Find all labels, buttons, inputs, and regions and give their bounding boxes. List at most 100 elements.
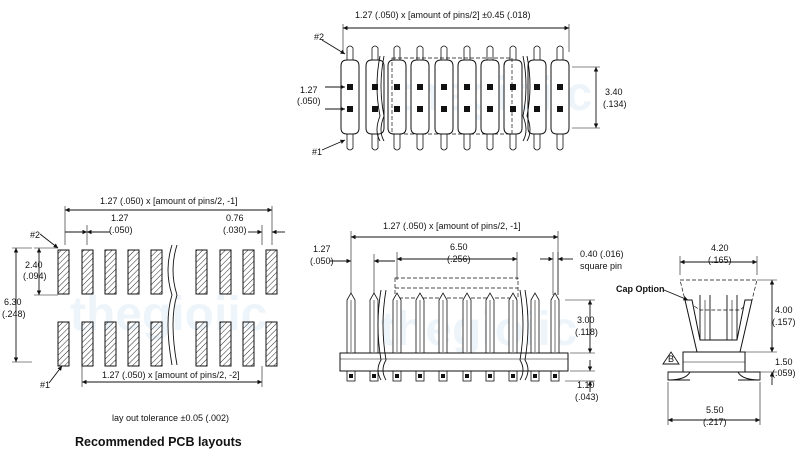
top-pin-group <box>340 45 570 151</box>
top-contact-upper <box>394 84 400 90</box>
pcb-row-gap-mm: 2.40 <box>25 260 43 270</box>
pcb-pad-width-mm: 0.76 <box>226 213 244 223</box>
top-contact-lower <box>510 106 516 112</box>
top-contact-upper <box>417 84 423 90</box>
side-pin-tail-dot <box>533 374 537 378</box>
top-overall-width: 1.27 (.050) x [amount of pins/2] ±0.45 (… <box>355 10 531 20</box>
end-marker-label: B <box>668 354 674 364</box>
side-inner-width-mm: 6.50 <box>450 242 468 252</box>
top-pin-body <box>527 59 547 135</box>
pcb-tolerance-note: lay out tolerance ±0.05 (.002) <box>112 413 229 423</box>
side-pitch-mm: 1.27 <box>313 244 331 254</box>
side-pin-tail-dot <box>553 374 557 378</box>
pcb-section-title: Recommended PCB layouts <box>75 435 242 449</box>
pcb-pad-top <box>104 249 117 295</box>
end-height-in: (.157) <box>772 317 796 327</box>
side-pin-group <box>346 292 560 382</box>
pcb-pad-width-in: (.030) <box>223 225 247 235</box>
pcb-pad-bottom <box>150 321 163 367</box>
pcb-layout-view: 1.27 (.050) x [amount of pins/2, -1] 1.2… <box>2 196 285 449</box>
top-pin-lower <box>440 133 448 151</box>
top-pin-lower <box>486 133 494 151</box>
top-contact-upper <box>487 84 493 90</box>
pcb-pad-bottom <box>195 321 208 367</box>
top-pin-body <box>410 59 430 135</box>
pcb-pin1-label: #1 <box>40 380 50 390</box>
side-view: 1.27 (.050) x [amount of pins/2, -1] 1.2… <box>310 221 624 402</box>
pcb-pad-bottom <box>219 321 232 367</box>
pcb-pad-top <box>195 249 208 295</box>
top-contact-upper <box>510 84 516 90</box>
top-pin-lower <box>416 133 424 151</box>
side-pin-tail-dot <box>511 374 515 378</box>
side-pin-shape: square pin <box>580 261 622 271</box>
pcb-pad-bottom <box>104 321 117 367</box>
top-view: 1.27 (.050) x [amount of pins/2] ±0.45 (… <box>297 10 627 157</box>
side-inner-width-in: (.256) <box>447 254 471 264</box>
top-contact-upper <box>372 84 378 90</box>
pcb-overall-width: 1.27 (.050) x [amount of pins/2, -1] <box>100 196 238 206</box>
end-top-width-in: (.165) <box>708 255 732 265</box>
side-pin-tail-dot <box>372 374 376 378</box>
top-pitch-in: (.050) <box>297 96 321 106</box>
side-pin-size: 0.40 (.016) <box>580 249 624 259</box>
end-view: 4.20 (.165) Cap Option B 4.00 (.157) 1 <box>616 243 796 427</box>
side-tail-height-in: (.043) <box>575 392 599 402</box>
end-foot-width-in: (.217) <box>703 417 727 427</box>
side-pin-height-mm: 3.00 <box>577 315 595 325</box>
top-pin2-label: #2 <box>314 32 324 42</box>
top-contact-upper <box>534 84 540 90</box>
side-overall-width: 1.27 (.050) x [amount of pins/2, -1] <box>383 221 521 231</box>
end-height-mm: 4.00 <box>775 305 793 315</box>
side-pin-tail-dot <box>418 374 422 378</box>
end-top-width-mm: 4.20 <box>711 243 729 253</box>
top-contact-lower <box>394 106 400 112</box>
top-pin-body <box>387 59 407 135</box>
side-pin-tail-dot <box>465 374 469 378</box>
top-pin-lower <box>533 133 541 151</box>
top-contact-lower <box>372 106 378 112</box>
top-pin1-label: #1 <box>312 147 322 157</box>
side-pitch-in: (.050) <box>310 256 334 266</box>
top-contact-upper <box>441 84 447 90</box>
end-base-in: (.059) <box>772 368 796 378</box>
pcb-pad-top <box>57 249 70 295</box>
top-pin-lower <box>346 133 354 151</box>
pcb-pitch-in: (.050) <box>109 225 133 235</box>
end-marker-triangle <box>662 351 680 365</box>
side-pin-tail-dot <box>441 374 445 378</box>
top-pin-body <box>503 59 523 135</box>
pcb-pad-bottom <box>242 321 255 367</box>
side-pin-tail-dot <box>349 374 353 378</box>
top-contact-lower <box>441 106 447 112</box>
top-pin-body <box>340 59 360 135</box>
pcb-row-gap-in: (.094) <box>23 271 47 281</box>
pcb-pad-group <box>57 249 278 367</box>
pcb-pin2-label: #2 <box>30 230 40 240</box>
pcb-pad-bottom <box>265 321 278 367</box>
pcb-pitch-mm: 1.27 <box>111 213 129 223</box>
top-pin-body <box>434 59 454 135</box>
top-contact-lower <box>417 106 423 112</box>
pcb-pad-bottom <box>127 321 140 367</box>
end-base-mm: 1.50 <box>775 357 793 367</box>
top-contact-upper <box>347 84 353 90</box>
top-pin-lower <box>393 133 401 151</box>
pcb-pad-top <box>242 249 255 295</box>
pcb-bottom-width: 1.27 (.050) x [amount of pins/2, -2] <box>102 370 240 380</box>
top-pitch-mm: 1.27 <box>300 85 318 95</box>
watermark-mid: thegioiic <box>380 303 577 356</box>
top-pin-body <box>480 59 500 135</box>
top-pin-body <box>457 59 477 135</box>
top-pin-body <box>550 59 570 135</box>
pcb-pad-top <box>127 249 140 295</box>
top-pin-lower <box>463 133 471 151</box>
pcb-pad-top <box>81 249 94 295</box>
top-pin-lower <box>556 133 564 151</box>
top-pin-lower <box>509 133 517 151</box>
top-contact-lower <box>487 106 493 112</box>
pcb-pad-top <box>265 249 278 295</box>
top-contact-lower <box>464 106 470 112</box>
pcb-pad-bottom <box>57 321 70 367</box>
